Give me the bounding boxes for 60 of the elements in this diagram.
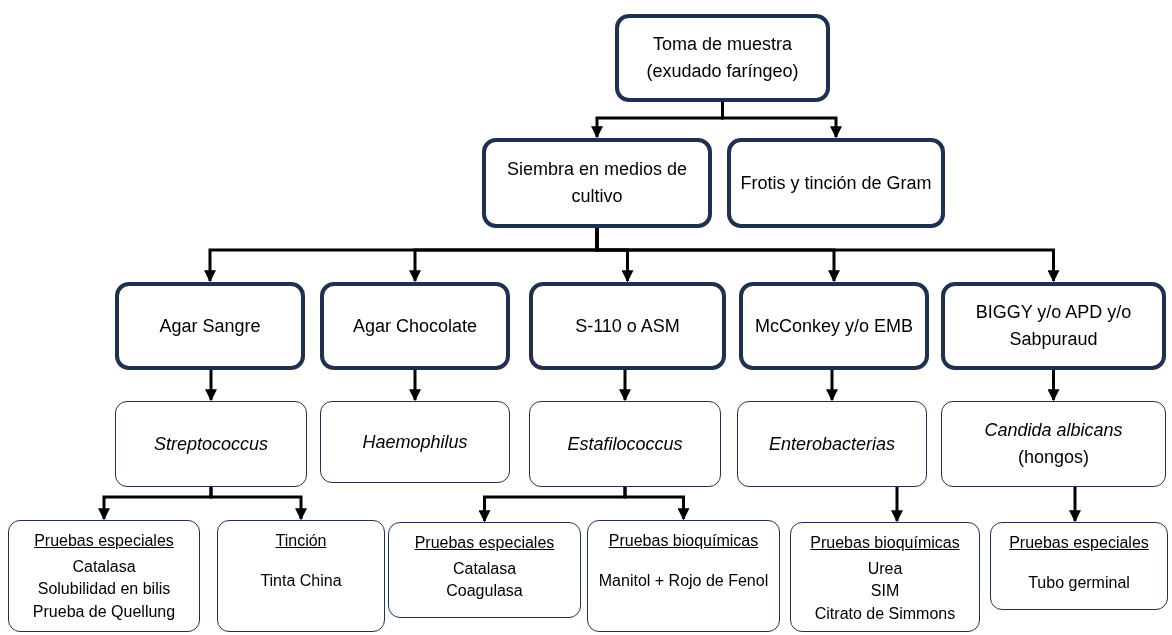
process-box [615,14,830,102]
list-item: Catalasa [72,556,136,577]
list-item: Prueba de Quellung [32,601,176,622]
box-label: Toma de muestra (exudado faríngeo) [645,33,800,83]
arrow [409,370,421,402]
process-box [941,401,1166,487]
test-box [8,520,200,632]
arrow [826,370,838,402]
test-box [587,520,780,632]
process-box [115,282,305,370]
box-label: Streptococcus [153,432,269,456]
process-box [529,401,721,487]
list-item: Urea [867,558,903,579]
test-box [790,522,980,632]
list-item: Solubilidad en bilis [37,579,171,600]
box-label: McConkey y/o EMB [754,314,913,338]
process-box [320,282,510,370]
list-item: Tubo germinal [1028,572,1130,593]
box-label: Agar Chocolate [352,314,478,338]
list-item: Citrato de Simmons [814,603,956,624]
section-heading: Tinción [275,531,327,551]
arrow [595,228,1060,283]
arrow [209,487,307,521]
box-label: Estafilococcus [567,432,683,456]
process-box [941,282,1166,370]
list-item: Coagulasa [446,581,523,602]
test-box [990,522,1168,610]
section-heading: Pruebas especiales [34,531,174,551]
box-label: S-110 o ASM [575,314,680,338]
box-label: Agar Sangre [159,314,261,338]
list-item: SIM [870,581,900,602]
list-item: Catalasa [452,558,517,579]
list-item: Manitol + Rojo de Fenol [598,570,769,591]
box-label: Enterobacterias [768,432,896,456]
process-box [115,401,307,487]
process-box [727,138,945,228]
arrow [619,370,631,402]
box-label: Haemophilus [362,430,468,454]
section-heading: Pruebas especiales [414,533,555,553]
section-heading: Pruebas especiales [1009,533,1149,553]
list-item: Tinta China [260,570,342,591]
section-heading: Pruebas bioquímicas [608,531,759,551]
test-box [217,520,385,632]
box-label: Frotis y tinción de Gram [740,171,932,195]
process-box [482,138,712,228]
box-label: BIGGY y/o APD y/o Sabpuraud [974,301,1133,351]
process-box [737,401,927,487]
box-label: Candida albicans (hongos) [983,419,1124,469]
process-box [529,282,726,370]
arrow [721,102,842,139]
section-heading: Pruebas bioquímicas [810,533,960,553]
arrow [623,487,690,521]
arrow [891,487,903,523]
process-box [739,282,929,370]
arrow [1047,370,1060,402]
arrow [205,370,217,402]
process-box [320,401,510,483]
arrow [1069,487,1081,523]
box-label: Siembra en medios de cultivo [505,158,689,208]
test-box [388,522,581,618]
